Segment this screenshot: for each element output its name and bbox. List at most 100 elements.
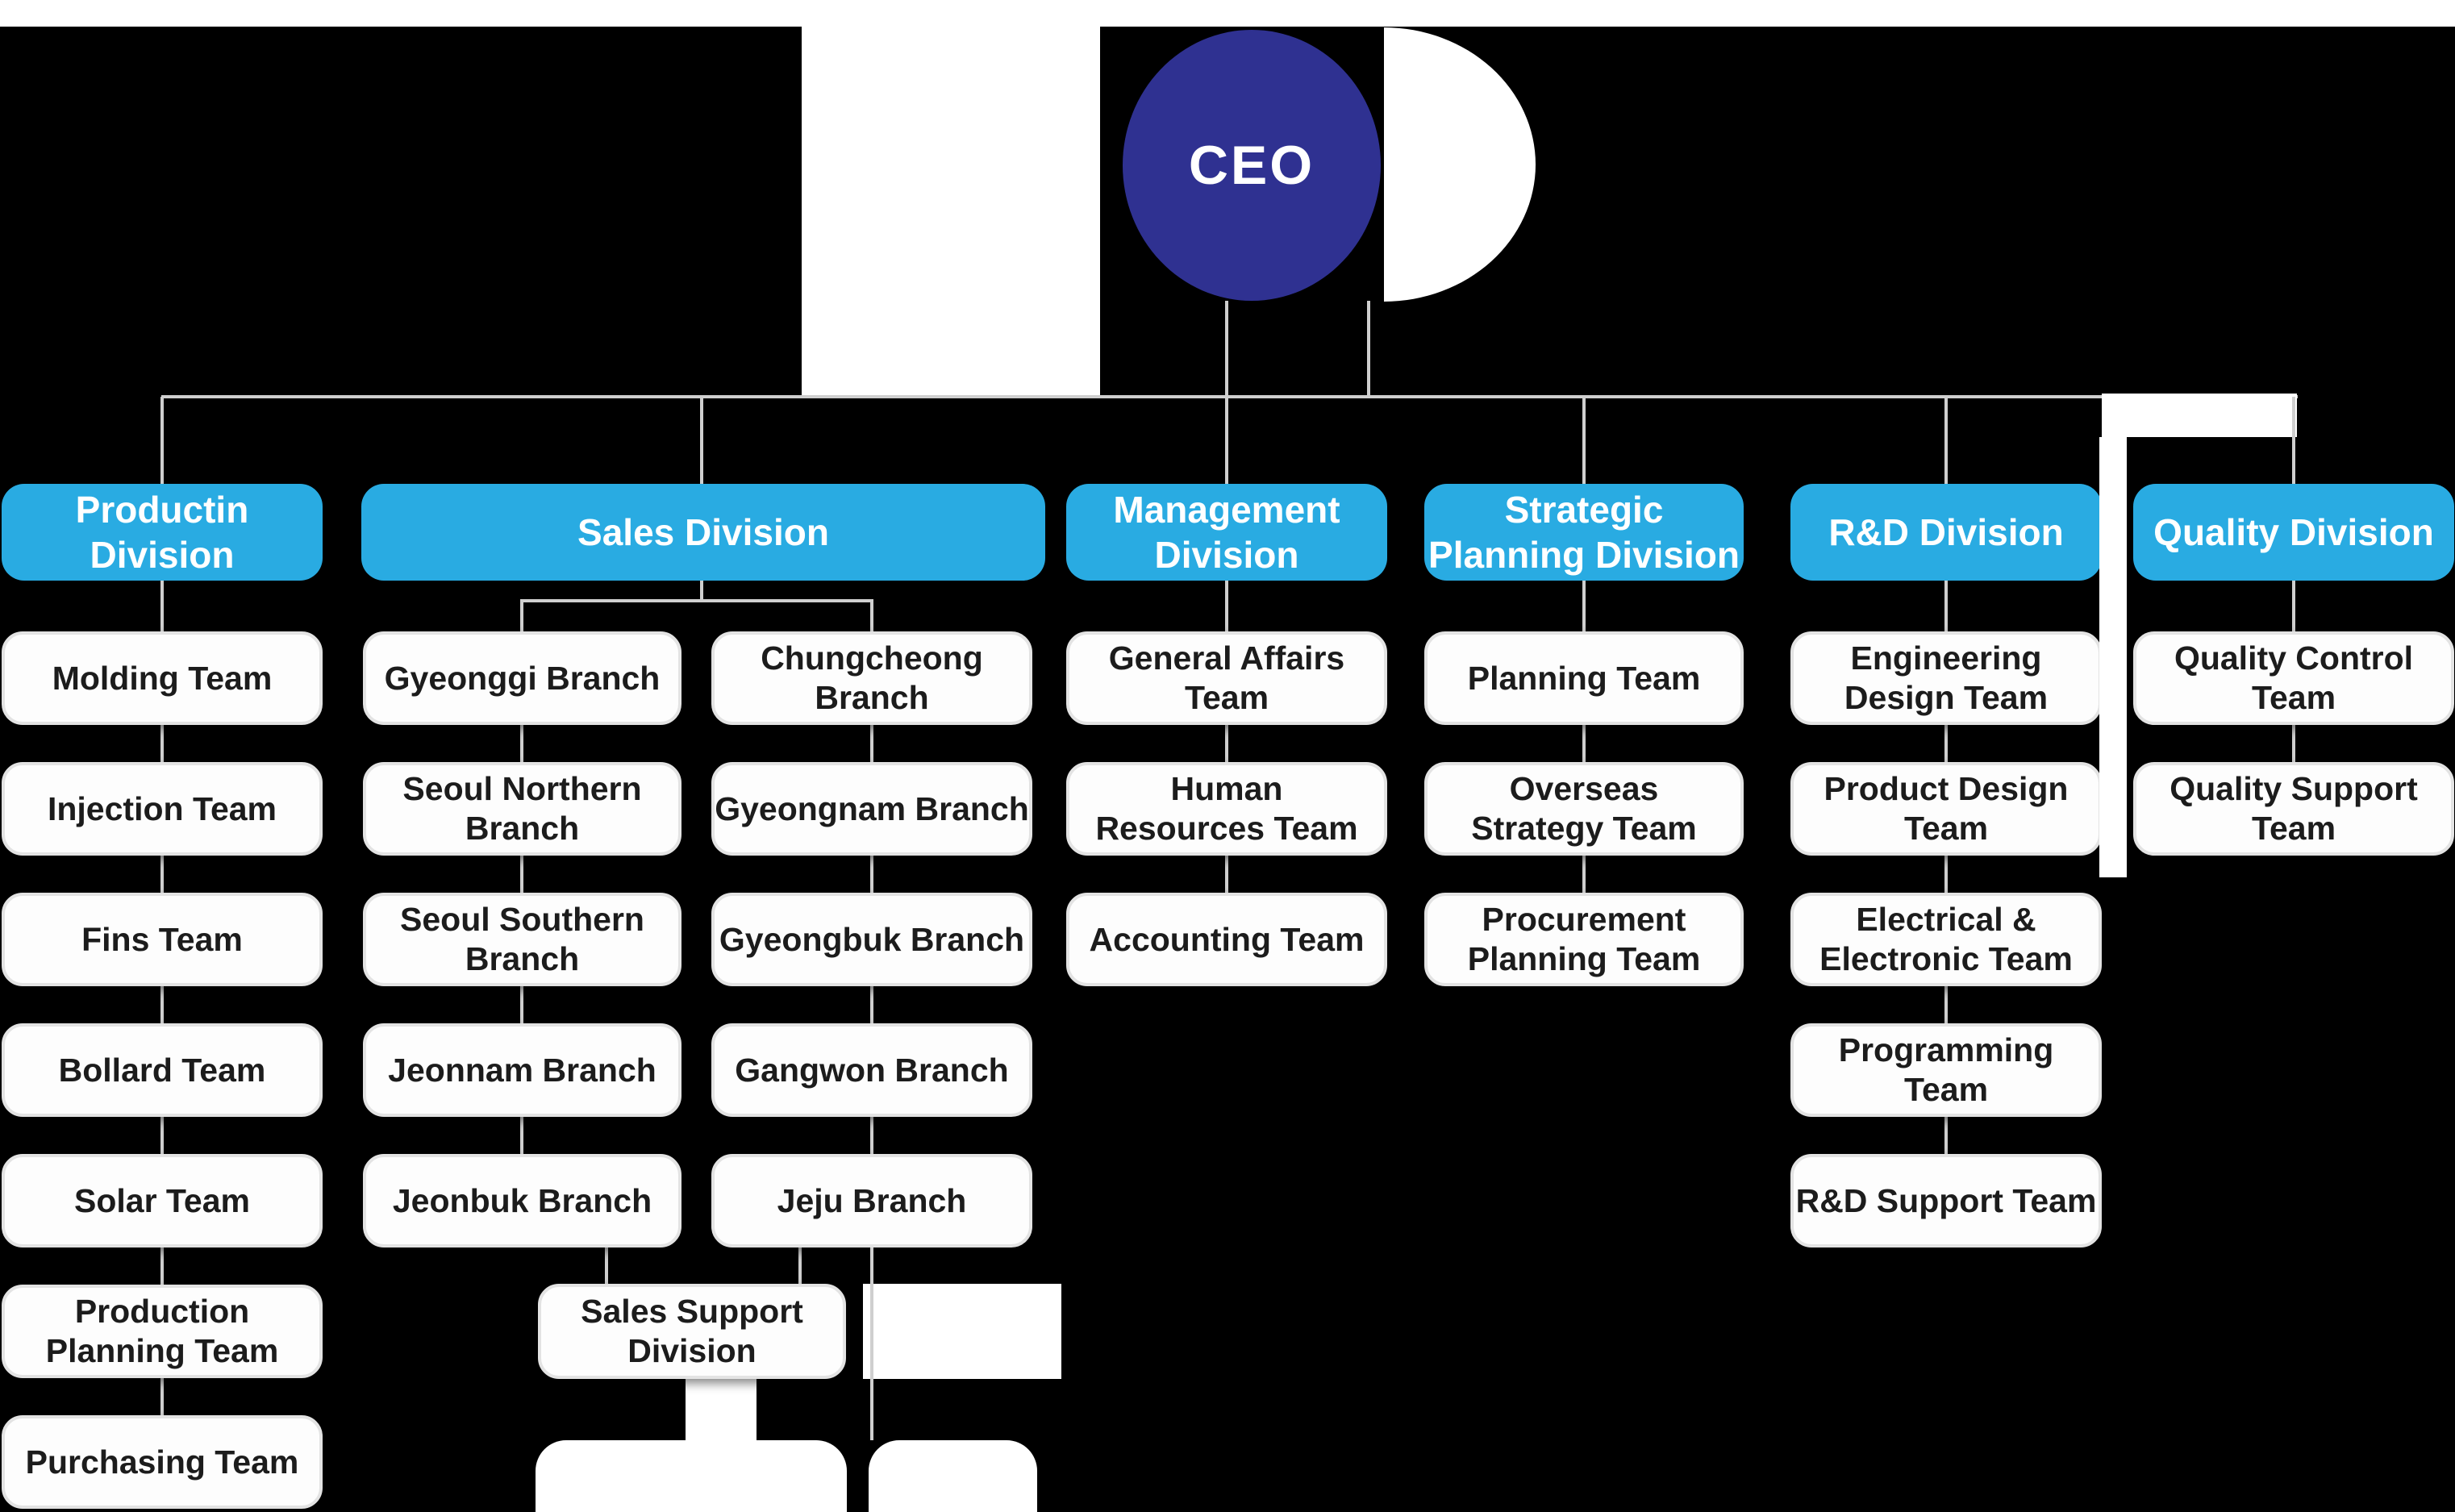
branch-box-left-2-label: Branch bbox=[465, 940, 580, 977]
team-box-rnd-3-label: Programming Team bbox=[1838, 1031, 2054, 1108]
connector-stub-quality bbox=[2292, 397, 2295, 484]
sales-support-box-label: Sales Support Division bbox=[581, 1293, 803, 1369]
branch-box-right-2: Gyeongbuk Branch bbox=[711, 893, 1032, 986]
branch-box-right-0: Chungcheong Branch bbox=[711, 631, 1032, 725]
connector-sales-right-row3 bbox=[870, 986, 873, 1023]
branch-box-right-0-label: Chungcheong Branch bbox=[761, 639, 983, 716]
branch-box-right-3: Gangwon Branch bbox=[711, 1023, 1032, 1117]
artifact-top-strip bbox=[0, 0, 2455, 27]
branch-box-left-1-label: Branch bbox=[465, 810, 580, 847]
connector-rnd-row3 bbox=[1944, 986, 1948, 1023]
connector-sales-split-right bbox=[870, 599, 873, 631]
division-header-rnd-label: R&D Division bbox=[1828, 511, 2064, 553]
team-box-quality-1: Quality Support Team bbox=[2133, 762, 2454, 856]
connector-main-horizontal bbox=[161, 395, 2298, 398]
branch-box-left-3-label: Jeonnam Branch bbox=[388, 1051, 656, 1089]
connector-production-row3 bbox=[160, 986, 164, 1023]
connector-sales-split-left bbox=[520, 599, 523, 631]
branch-box-left-4-label: Jeonbuk Branch bbox=[392, 1181, 652, 1219]
division-header-management-label: Management bbox=[1113, 489, 1340, 531]
team-box-rnd-1-label: Product Design Team bbox=[1824, 770, 2069, 847]
team-box-production-3-label: Bollard Team bbox=[58, 1051, 266, 1089]
connector-sales-left-row1 bbox=[520, 725, 523, 762]
connector-management-header bbox=[1225, 581, 1228, 631]
connector-stub-sales bbox=[700, 397, 703, 484]
team-box-production-1: Injection Team bbox=[2, 762, 323, 856]
artifact-bottom-right-box bbox=[869, 1440, 1037, 1512]
team-box-production-0: Molding Team bbox=[2, 631, 323, 725]
ceo-node: CEO bbox=[1123, 30, 1381, 301]
division-header-strategic-label: Strategic bbox=[1504, 489, 1664, 531]
connector-sales-left-row3 bbox=[520, 986, 523, 1023]
connector-management-row1 bbox=[1225, 725, 1228, 762]
connector-production-row6 bbox=[160, 1378, 164, 1415]
team-box-production-4-label: Solar Team bbox=[74, 1181, 250, 1219]
sales-support-box: Sales Support Division bbox=[538, 1284, 846, 1379]
branch-box-left-4: Jeonbuk Branch bbox=[363, 1154, 681, 1248]
connector-quality-row1 bbox=[2292, 725, 2295, 762]
ceo-label: CEO bbox=[1188, 135, 1315, 196]
team-box-production-6: Purchasing Team bbox=[2, 1415, 323, 1509]
connector-sales-left-row2 bbox=[520, 856, 523, 893]
connector-stub-production bbox=[160, 397, 164, 484]
team-box-rnd-1: Product Design Team bbox=[1790, 762, 2102, 856]
connector-rnd-header bbox=[1944, 581, 1948, 631]
team-box-rnd-4: R&D Support Team bbox=[1790, 1154, 2102, 1248]
branch-box-right-3-label: Gangwon Branch bbox=[735, 1051, 1009, 1089]
team-box-strategic-2-label: Planning Team bbox=[1467, 940, 1701, 977]
branch-box-right-4: Jeju Branch bbox=[711, 1154, 1032, 1248]
division-header-management-label: Division bbox=[1154, 534, 1299, 576]
connector-quality-header bbox=[2292, 581, 2295, 631]
team-box-rnd-2: Electrical &Electronic Team bbox=[1790, 893, 2102, 986]
artifact-bottom-left-box bbox=[536, 1440, 847, 1512]
branch-box-right-2-label: Gyeongbuk Branch bbox=[719, 920, 1025, 958]
branch-box-right-1-label: Gyeongnam Branch bbox=[715, 789, 1029, 827]
division-header-production-label: Productin bbox=[75, 489, 249, 531]
division-header-sales-label: Sales Division bbox=[577, 511, 829, 553]
team-box-production-2-label: Fins Team bbox=[81, 920, 243, 958]
connector-sales-left-row4 bbox=[520, 1117, 523, 1154]
branch-box-left-0: Gyeonggi Branch bbox=[363, 631, 681, 725]
team-box-production-5-label: Planning Team bbox=[45, 1332, 279, 1369]
team-box-management-2-label: Accounting Team bbox=[1089, 920, 1365, 958]
team-box-quality-1-label: Quality Support Team bbox=[2169, 770, 2418, 847]
team-box-rnd-4-label: R&D Support Team bbox=[1795, 1181, 2097, 1219]
connector-sales-right-row1 bbox=[870, 725, 873, 762]
team-box-quality-0: Quality Control Team bbox=[2133, 631, 2454, 725]
team-box-production-5-label: Production bbox=[74, 1293, 250, 1330]
team-box-management-1-label: Human bbox=[1170, 770, 1283, 807]
connector-sales-right-row4 bbox=[870, 1117, 873, 1154]
artifact-quality-elbow-horizontal bbox=[2102, 394, 2297, 437]
branch-box-left-1-label: Seoul Northern bbox=[402, 770, 642, 807]
connector-production-row5 bbox=[160, 1248, 164, 1285]
team-box-strategic-2-label: Procurement bbox=[1482, 901, 1686, 938]
connector-support-long bbox=[870, 1248, 873, 1440]
team-box-management-2: Accounting Team bbox=[1066, 893, 1387, 986]
team-box-rnd-2-label: Electronic Team bbox=[1819, 940, 2073, 977]
artifact-support-side-rect bbox=[863, 1284, 1061, 1379]
connector-support-left bbox=[605, 1248, 608, 1285]
connector-rnd-row1 bbox=[1944, 725, 1948, 762]
connector-rnd-row4 bbox=[1944, 1117, 1948, 1154]
connector-stub-rnd bbox=[1944, 397, 1948, 484]
connector-production-header bbox=[160, 581, 164, 631]
branch-box-right-4-label: Jeju Branch bbox=[777, 1181, 967, 1219]
division-header-strategic-label: Planning Division bbox=[1428, 534, 1740, 576]
division-header-rnd: R&D Division bbox=[1790, 484, 2102, 581]
connector-half-disc bbox=[1367, 301, 1370, 397]
branch-box-left-2-label: Seoul Southern bbox=[400, 901, 644, 938]
artifact-quality-elbow-vertical bbox=[2099, 437, 2127, 877]
connector-stub-strategic bbox=[1582, 397, 1586, 484]
connector-strategic-row1 bbox=[1582, 725, 1586, 762]
team-box-strategic-1-label: Overseas bbox=[1509, 770, 1659, 807]
connector-production-row4 bbox=[160, 1117, 164, 1154]
branch-box-left-3: Jeonnam Branch bbox=[363, 1023, 681, 1117]
division-header-quality-label: Quality Division bbox=[2153, 511, 2434, 553]
team-box-strategic-1-label: Strategy Team bbox=[1471, 810, 1697, 847]
